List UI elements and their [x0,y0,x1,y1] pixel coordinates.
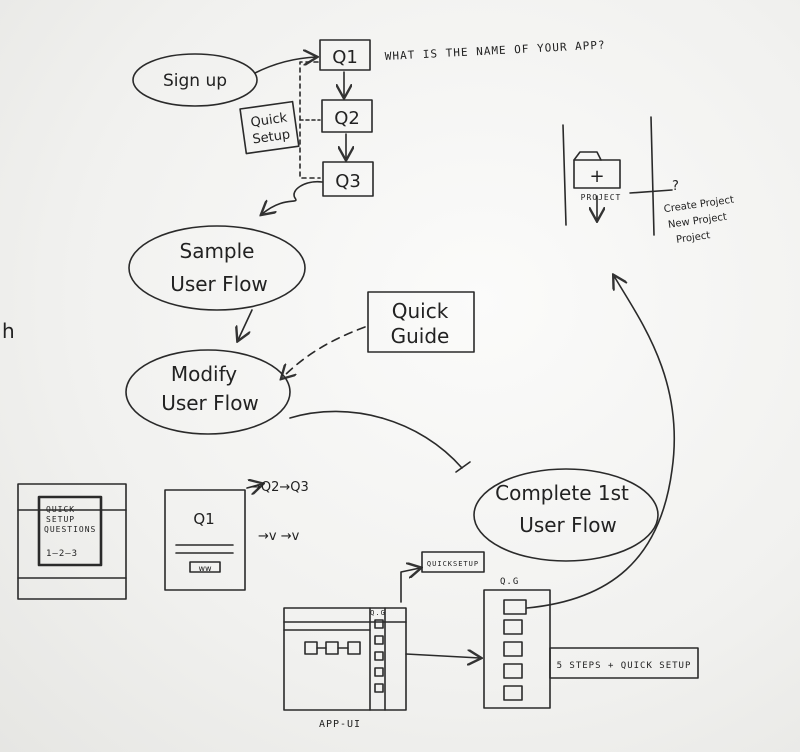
project-note-line2: New Project [667,212,727,231]
q1-wireframe-frame [164,489,246,591]
qs-wireframe-card [37,495,103,567]
project-plus: + [589,166,604,187]
qs-card-line1: QUICK [46,505,75,514]
check-chain: →v →v [258,529,300,544]
q1-label: Q1 [332,47,358,68]
q-chain: →Q2→Q3 [250,480,309,495]
steps-label: 5 STEPS + QUICK SETUP [557,661,692,671]
arrow-app-qg [405,654,480,658]
quick-setup-box [239,100,300,155]
project-note-line3: Project [676,230,711,246]
arrow-modify-complete [289,410,463,469]
quicksetup-label: QUICKSETUP [427,560,479,568]
complete-flow-line2: User Flow [519,513,617,537]
arrow-signup-q1 [254,57,316,74]
quick-setup-line2: Setup [252,127,292,147]
modify-flow-line2: User Flow [161,391,259,415]
arrow-project-note [629,189,673,194]
quick-guide-line1: Quick [392,299,449,323]
q1-box [319,39,371,71]
app-name-question: WHAT IS THE NAME OF YOUR APP? [384,38,605,63]
qg-panel [483,589,551,709]
qg-panel-label: Q.G [500,577,519,587]
q1-screen-button: ww [198,564,212,573]
arrow-qg-project [526,276,676,609]
project-question-mark: ? [672,179,679,194]
sample-flow-node [128,225,306,311]
arrow-guide-modify [282,326,366,378]
project-divider-left [562,124,567,226]
modify-flow-node [125,349,291,435]
signup-label: Sign up [163,71,227,91]
arrow-app-quicksetup [400,568,420,603]
project-label: PROJECT [581,193,622,202]
quicksetup-label-box [421,551,485,573]
sample-flow-line1: Sample [180,239,255,263]
qs-card-line2: SETUP [46,515,75,524]
signup-node [132,53,258,107]
project-divider-right [650,116,655,236]
quick-setup-line1: Quick [250,111,289,131]
qg-small-label: Q.G [370,609,386,617]
qs-wireframe-frame [17,483,127,600]
complete-flow-node [473,468,659,562]
qs-card-line4: 1—2—3 [46,549,78,559]
quick-guide-line2: Guide [391,324,450,348]
steps-box [549,647,699,679]
quick-guide-box [367,291,475,353]
app-ui-label: APP-UI [319,719,361,730]
arrow-sample-modify [238,309,253,340]
arrow-q3-sample [262,180,323,214]
app-ui-frame [283,607,407,711]
qs-card-line3: QUESTIONS [44,525,96,534]
q2-label: Q2 [334,108,360,129]
partial-letter: h [2,319,15,343]
q3-label: Q3 [335,171,361,192]
complete-flow-line1: Complete 1st [495,481,629,505]
project-folder-icon [573,159,621,189]
sample-flow-line2: User Flow [170,272,268,296]
modify-flow-line1: Modify [171,362,237,386]
q1-wireframe-button [189,561,221,573]
q1-screen-title: Q1 [193,510,214,528]
